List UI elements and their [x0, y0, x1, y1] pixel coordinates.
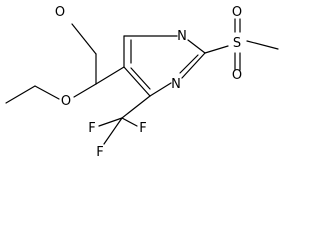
bond-c-f-right: [121, 117, 138, 127]
bond-ring-c2-n3-inner: [179, 54, 199, 74]
carbonyl-oxygen-label: O: [55, 5, 65, 20]
trifluoromethyl-group: [98, 95, 151, 145]
fluorine-bottom-label: F: [96, 145, 103, 160]
ring-nitrogen-top-label: N: [177, 29, 187, 44]
bond-ring-c2-n3: [181, 52, 206, 79]
fluorine-right-label: F: [139, 121, 146, 136]
bond-ester-o-c: [73, 83, 97, 98]
bond-ethyl-c-o: [34, 85, 60, 100]
sulfonyl-oxygen-bottom-label: O: [232, 68, 242, 83]
bond-ethyl-c-c: [5, 85, 36, 104]
bond-c-f-left: [98, 117, 123, 127]
pyrimidine-ring: [123, 35, 206, 97]
bond-ring-n3-c4: [149, 82, 172, 97]
ring-nitrogen-bottom-label: N: [171, 77, 181, 92]
fluorine-left-label: F: [88, 121, 95, 136]
atom-labels: O O N N S O O F F F: [55, 5, 242, 160]
bond-ring-n1-c2: [187, 39, 206, 54]
bond-ring-c4-c5: [123, 66, 151, 97]
ethyl-group: [5, 85, 60, 104]
bond-carbonyl-double-a: [71, 23, 97, 55]
ester-group: [71, 23, 125, 98]
ester-oxygen-label: O: [61, 94, 71, 109]
methylsulfonyl-group: [204, 18, 279, 71]
bond-ester-ring: [95, 66, 125, 85]
sulfonyl-oxygen-top-label: O: [232, 5, 242, 20]
bond-ring-cf3: [121, 95, 151, 119]
bond-ring-s: [204, 45, 229, 54]
sulfur-label: S: [233, 36, 241, 51]
bond-s-methyl: [246, 40, 279, 50]
bond-c-f-bottom: [103, 117, 123, 145]
bond-ring-c4-c5-inner: [130, 67, 151, 90]
chemical-structure-diagram: O O N N S O O F F F: [5, 5, 279, 160]
